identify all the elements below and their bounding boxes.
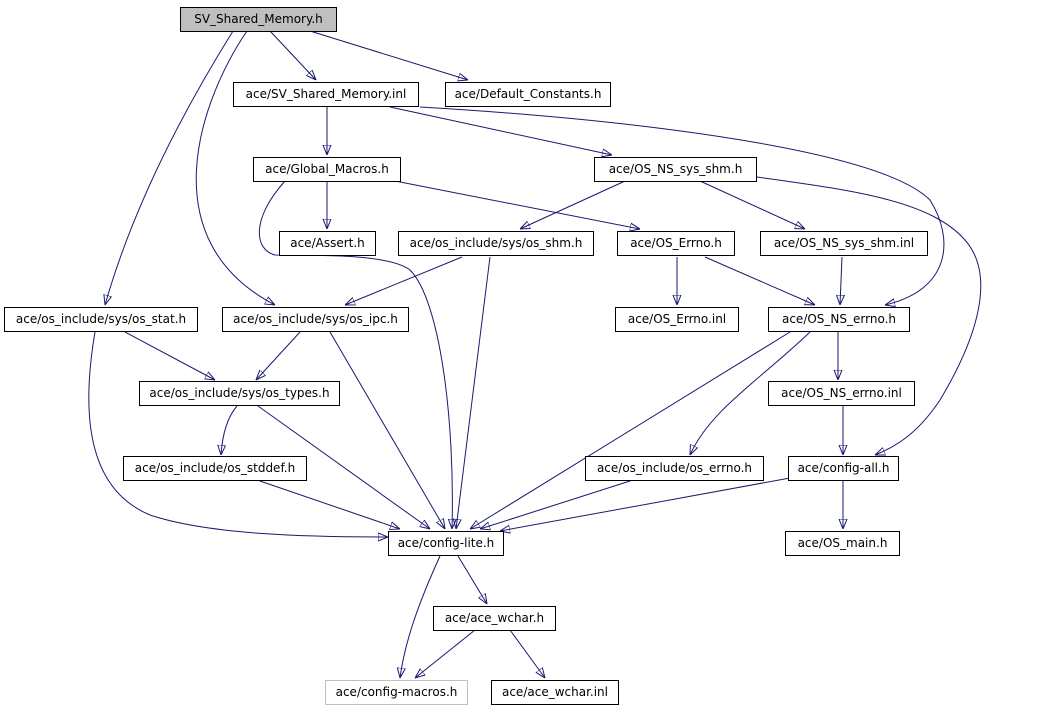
edge xyxy=(309,30,468,80)
edge xyxy=(756,176,982,455)
node-default-constants-h[interactable]: ace/Default_Constants.h xyxy=(445,82,611,107)
edge xyxy=(419,106,945,305)
edge xyxy=(456,256,491,529)
node-os-include-os-errno-h[interactable]: ace/os_include/os_errno.h xyxy=(585,456,764,481)
edge xyxy=(457,555,487,604)
node-ace-wchar-h[interactable]: ace/ace_wchar.h xyxy=(433,606,556,631)
node-global-macros-h[interactable]: ace/Global_Macros.h xyxy=(253,157,401,182)
node-os-types-h[interactable]: ace/os_include/sys/os_types.h xyxy=(139,381,340,406)
edge xyxy=(195,30,275,305)
node-assert-h[interactable]: ace/Assert.h xyxy=(279,231,376,256)
node-os-errno-inl[interactable]: ace/OS_Errno.inl xyxy=(615,307,739,332)
node-os-stddef-h[interactable]: ace/os_include/os_stddef.h xyxy=(123,456,307,481)
edge xyxy=(509,629,545,678)
node-config-all-h[interactable]: ace/config-all.h xyxy=(788,456,899,481)
edge xyxy=(257,405,430,529)
node-os-ipc-h[interactable]: ace/os_include/sys/os_ipc.h xyxy=(222,307,409,332)
edge xyxy=(500,477,791,531)
node-os-ns-sys-shm-h[interactable]: ace/OS_NS_sys_shm.h xyxy=(594,157,757,182)
node-os-ns-errno-h[interactable]: ace/OS_NS_errno.h xyxy=(768,307,910,332)
node-sv-shared-memory-h: SV_Shared_Memory.h xyxy=(180,7,337,32)
edge xyxy=(389,106,612,155)
edge xyxy=(480,480,631,529)
edge xyxy=(400,555,441,678)
node-os-shm-h[interactable]: ace/os_include/sys/os_shm.h xyxy=(398,231,594,256)
edge xyxy=(840,256,842,305)
edge xyxy=(470,331,791,529)
edge xyxy=(256,331,301,380)
node-config-lite-h[interactable]: ace/config-lite.h xyxy=(388,531,504,556)
node-os-errno-h[interactable]: ace/OS_Errno.h xyxy=(617,231,735,256)
edge xyxy=(258,180,452,529)
edge xyxy=(415,629,476,678)
node-config-macros-h: ace/config-macros.h xyxy=(325,680,468,705)
edge xyxy=(690,331,811,455)
edge xyxy=(221,405,238,455)
edge xyxy=(269,30,316,80)
edge xyxy=(88,331,388,537)
node-os-main-h[interactable]: ace/OS_main.h xyxy=(785,531,900,556)
edge xyxy=(124,331,215,380)
edge xyxy=(345,256,463,305)
node-sv-shared-memory-inl[interactable]: ace/SV_Shared_Memory.inl xyxy=(233,82,419,107)
node-os-stat-h[interactable]: ace/os_include/sys/os_stat.h xyxy=(4,307,198,332)
edge xyxy=(105,30,234,305)
edge xyxy=(699,180,805,229)
node-os-ns-sys-shm-inl[interactable]: ace/OS_NS_sys_shm.inl xyxy=(760,231,928,256)
edge xyxy=(520,180,626,229)
edge xyxy=(259,480,400,529)
edge xyxy=(329,331,445,529)
node-os-ns-errno-inl[interactable]: ace/OS_NS_errno.inl xyxy=(768,381,915,406)
edge xyxy=(704,256,815,305)
node-ace-wchar-inl[interactable]: ace/ace_wchar.inl xyxy=(491,680,619,705)
edge xyxy=(394,180,640,229)
